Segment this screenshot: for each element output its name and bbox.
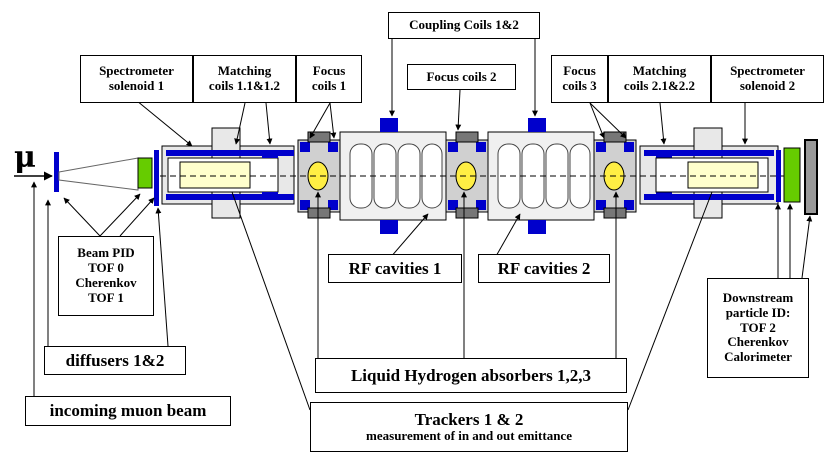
beam-cone <box>58 157 139 191</box>
label-line: Matching <box>632 63 687 79</box>
label-line: RF cavities 2 <box>497 258 591 278</box>
label-line: incoming muon beam <box>49 401 207 421</box>
label-line: RF cavities 1 <box>348 258 442 278</box>
label-line: Liquid Hydrogen absorbers 1,2,3 <box>350 365 592 385</box>
label-spectrometer-solenoid-2: Spectrometer solenoid 2 <box>711 55 824 103</box>
muon-symbol: μ <box>14 140 36 175</box>
diffuser-2 <box>154 150 159 206</box>
label-rf-cavities-2: RF cavities 2 <box>478 254 610 283</box>
diffuser-1 <box>54 152 59 192</box>
label-line: Focus <box>312 63 346 79</box>
label-liquid-hydrogen-absorbers: Liquid Hydrogen absorbers 1,2,3 <box>315 358 627 393</box>
focus-module-3 <box>593 131 637 219</box>
calorimeter <box>804 139 818 215</box>
label-line: Coupling Coils 1&2 <box>409 17 519 33</box>
label-line: Focus coils 2 <box>426 68 497 84</box>
label-line: Cherenkov <box>75 275 137 290</box>
label-matching-coils-2: Matching coils 2.1&2.2 <box>608 55 711 103</box>
label-line: TOF 0 <box>88 260 124 276</box>
label-diffusers: diffusers 1&2 <box>44 346 186 375</box>
leader-lines <box>31 39 813 411</box>
label-line: Downstream <box>722 289 794 305</box>
label-line: Spectrometer <box>99 63 174 79</box>
label-focus-coils-3: Focus coils 3 <box>551 55 608 103</box>
focus-module-1 <box>297 131 341 219</box>
spectrometer-1 <box>161 127 295 219</box>
label-beam-pid: Beam PID TOF 0 Cherenkov TOF 1 <box>58 236 154 316</box>
label-focus-coils-1: Focus coils 1 <box>296 55 362 103</box>
label-rf-cavities-1: RF cavities 1 <box>328 254 462 283</box>
label-line: solenoid 1 <box>108 78 165 93</box>
spectrometer-2 <box>639 127 779 219</box>
label-line: Calorimeter <box>724 349 792 365</box>
downstream-plate <box>776 150 781 202</box>
label-matching-coils-1: Matching coils 1.1&1.2 <box>193 55 296 103</box>
label-line: TOF 1 <box>88 289 124 305</box>
label-line: solenoid 2 <box>739 78 796 93</box>
label-line: coils 1 <box>311 78 347 93</box>
label-line: Trackers 1 & 2 <box>414 409 524 429</box>
label-line: Focus <box>563 63 596 79</box>
label-incoming-muon-beam: incoming muon beam <box>25 396 231 426</box>
label-line: coils 2.1&2.2 <box>623 78 696 93</box>
label-line: Spectrometer <box>730 63 805 79</box>
label-focus-coils-2: Focus coils 2 <box>407 64 516 90</box>
label-spectrometer-solenoid-1: Spectrometer solenoid 1 <box>80 55 193 103</box>
label-downstream-pid: Downstream particle ID: TOF 2 Cherenkov … <box>707 278 809 378</box>
label-line: Matching <box>217 63 272 79</box>
label-line: measurement of in and out emittance <box>366 428 572 444</box>
label-line: diffusers 1&2 <box>65 350 165 370</box>
label-trackers: Trackers 1 & 2 measurement of in and out… <box>310 402 628 452</box>
label-line: TOF 2 <box>740 319 776 335</box>
tof1-detector <box>137 157 153 189</box>
tof2-detector <box>783 147 801 203</box>
label-line: particle ID: <box>725 304 791 320</box>
label-line: coils 1.1&1.2 <box>208 78 281 93</box>
focus-module-2 <box>445 131 489 219</box>
label-line: Cherenkov <box>727 334 789 350</box>
label-line: coils 3 <box>562 78 597 93</box>
label-line: Beam PID <box>77 245 135 261</box>
label-coupling-coils: Coupling Coils 1&2 <box>388 12 540 39</box>
